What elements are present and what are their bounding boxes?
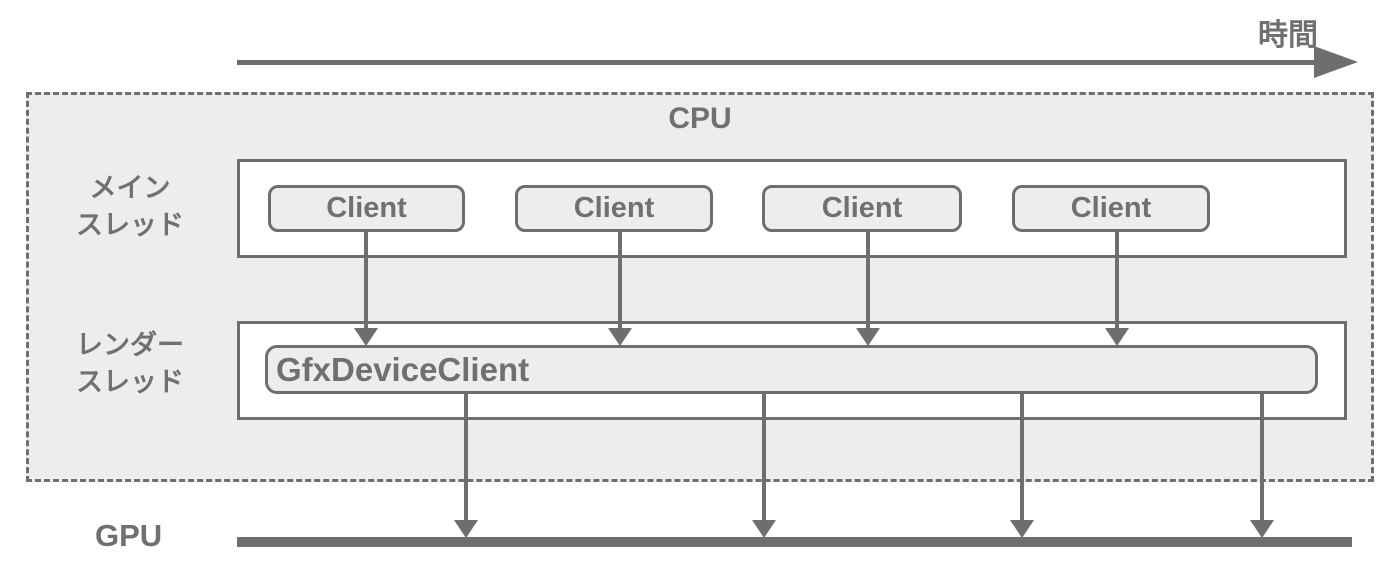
render-thread-label: レンダー スレッド [40, 327, 220, 401]
gpu-timeline-bar [237, 537, 1352, 547]
arrow-gfx-to-gpu-3 [1010, 394, 1034, 538]
cpu-label: CPU [668, 102, 732, 135]
render-thread-label-line2: スレッド [76, 367, 184, 397]
timeline-arrowhead-icon [1314, 46, 1358, 78]
arrow-shaft [1115, 232, 1119, 329]
arrow-client3-to-gfx [856, 232, 880, 346]
gfx-device-client-box: GfxDeviceClient [265, 345, 1318, 394]
main-thread-box: Client Client Client Client [237, 159, 1347, 258]
arrow-gfx-to-gpu-2 [752, 394, 776, 538]
arrowhead-down-icon [608, 328, 632, 346]
arrow-shaft [762, 394, 766, 521]
timeline-arrow [237, 60, 1316, 65]
arrow-client2-to-gfx [608, 232, 632, 346]
arrow-shaft [866, 232, 870, 329]
arrow-shaft [364, 232, 368, 329]
arrowhead-down-icon [1010, 520, 1034, 538]
arrow-shaft [1020, 394, 1024, 521]
gpu-label: GPU [95, 518, 163, 553]
main-thread-label-line2: スレッド [76, 210, 184, 240]
arrowhead-down-icon [856, 328, 880, 346]
render-thread-box: GfxDeviceClient [237, 321, 1347, 420]
cpu-region: CPU [26, 92, 1374, 482]
arrow-gfx-to-gpu-1 [454, 394, 478, 538]
main-thread-label: メイン スレッド [40, 170, 220, 244]
client-box-2: Client [515, 185, 713, 232]
timeline-label: 時間 [1258, 19, 1318, 52]
arrowhead-down-icon [1105, 328, 1129, 346]
arrow-client1-to-gfx [354, 232, 378, 346]
main-thread-label-line1: メイン [89, 173, 171, 203]
client-box-3: Client [762, 185, 962, 232]
arrow-gfx-to-gpu-4 [1250, 394, 1274, 538]
render-thread-label-line1: レンダー [76, 330, 184, 360]
arrowhead-down-icon [1250, 520, 1274, 538]
arrowhead-down-icon [354, 328, 378, 346]
arrowhead-down-icon [454, 520, 478, 538]
arrowhead-down-icon [752, 520, 776, 538]
client-box-4: Client [1012, 185, 1210, 232]
arrow-client4-to-gfx [1105, 232, 1129, 346]
arrow-shaft [618, 232, 622, 329]
client-box-1: Client [268, 185, 465, 232]
arrow-shaft [464, 394, 468, 521]
arrow-shaft [1260, 394, 1264, 521]
